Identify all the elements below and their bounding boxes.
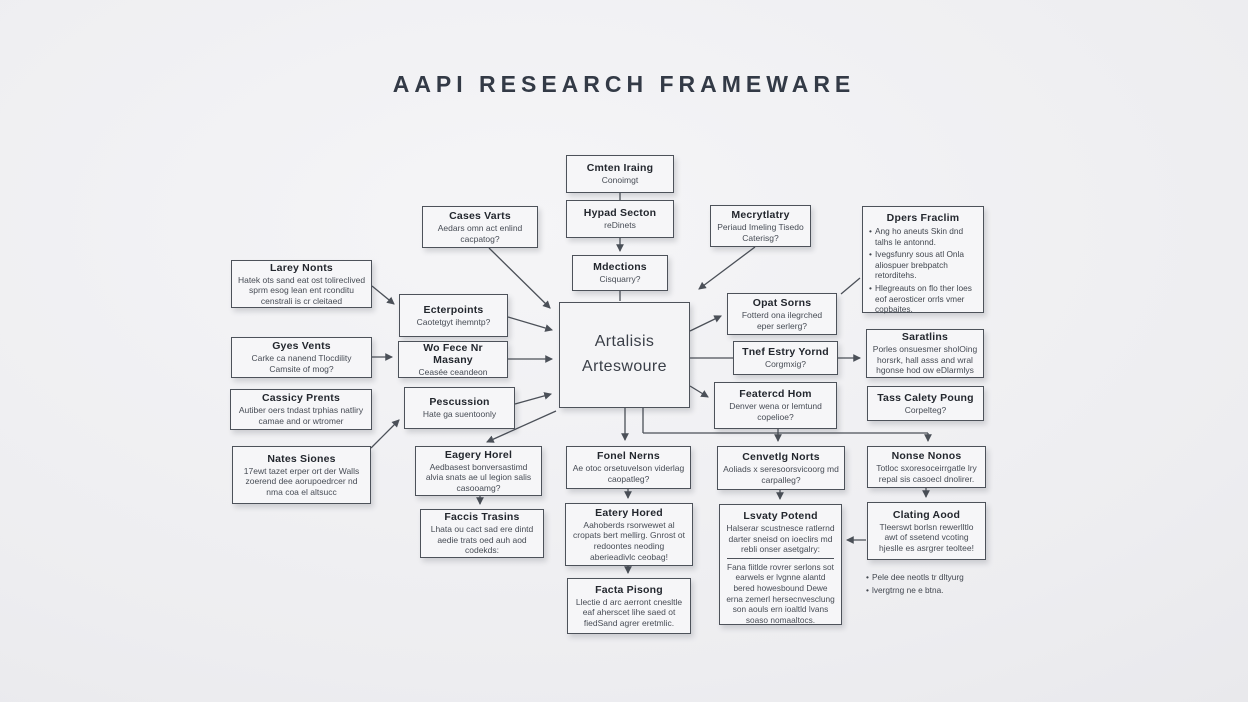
node-title: Artalisis Arteswoure [582, 333, 667, 375]
node-subtext: Caotetgyt ihemntp? [416, 316, 491, 327]
bullet-item: lvergtrng ne e btna. [865, 585, 993, 596]
node-gyes-vents: Gyes Vents Carke ca nanend Tlocdility Ca… [231, 337, 372, 378]
node-eagery-horel: Eagery Horel Aedbasest bonversastimd alv… [415, 446, 542, 496]
node-cmten-iraing: Cmten Iraing Conoimgt [566, 155, 674, 193]
node-eatery-hored: Eatery Hored Aahoberds rsorwewet al crop… [565, 503, 693, 566]
node-title: Faccis Trasins [444, 511, 520, 524]
node-subtext: Aedars omn act enlind cacpatog? [437, 222, 523, 244]
node-mdections: Mdections Cisquarry? [572, 255, 668, 291]
node-title: Tass Calety Poung [877, 391, 974, 404]
node-subtext: Lhata ou cact sad ere dintd aedie trats … [430, 524, 534, 556]
node-title: Eagery Horel [444, 448, 513, 461]
node-subtext: Fotterd ona ilegrched eper serlerg? [741, 309, 823, 331]
node-cases-varts: Cases Varts Aedars omn act enlind cacpat… [422, 206, 538, 248]
node-subtext: Periaud Imeling Tisedo Caterisg? [717, 221, 804, 243]
node-title: Mecrytlatry [731, 208, 790, 221]
node-saratlins: Saratlins Porles onsuesmer sholOing hors… [866, 329, 984, 378]
node-cassicy-prents: Cassicy Prents Autiber oers tndast trphi… [230, 389, 372, 430]
node-subtext: Conoimgt [601, 175, 639, 186]
node-lsvaty-potend: Lsvaty Potend Halserar scustnesce ratler… [719, 504, 842, 625]
node-title: Clating Aood [892, 508, 961, 521]
node-title: Nonse Nonos [891, 449, 962, 462]
node-body: Halserar scustnesce ratlernd darter snei… [726, 523, 835, 555]
node-title: Hypad Secton [583, 207, 657, 220]
node-body-secondary: Fana fiitlde rovrer serlons sot earwels … [726, 561, 835, 625]
node-subtext: Tleerswt borlsn rewerlltlo awt of sseten… [879, 521, 974, 553]
bullet-list: Ang ho aneuts Skin dnd talhs le antonnd.… [868, 226, 978, 317]
node-cenvetlg-norts: Cenvetlg Norts Aoliads x seresoorsvicoor… [717, 446, 845, 490]
bullet-list: Pele dee neotls tr dltyurg lvergtrng ne … [865, 572, 993, 595]
node-subtext: Hate ga suentoonly [422, 409, 497, 420]
node-title: Fonel Nerns [597, 450, 660, 463]
node-title: Cassicy Prents [261, 392, 341, 405]
node-title: Dpers Fraclim [886, 212, 960, 224]
node-fonel-nerns: Fonel Nerns Ae otoc orsetuvelson viderla… [566, 446, 691, 489]
page-title: AAPI RESEARCH FRAMEWARE [392, 71, 856, 97]
node-subtext: Porles onsuesmer sholOing horsrk, hall a… [872, 344, 978, 376]
node-wo-fece-nr-masany: Wo Fece Nr Masany Ceasée ceandeon [398, 341, 508, 378]
node-subtext: Hatek ots sand eat ost tolireclived sprm… [237, 274, 366, 306]
node-artalisis-arteswoure: Artalisis Arteswoure [559, 302, 690, 408]
node-subtext: Autiber oers tndast trphias natliry cama… [238, 405, 364, 426]
node-featercd-hom: Featercd Hom Denver wena or lemtund cope… [714, 382, 837, 429]
node-faccis-trasins: Faccis Trasins Lhata ou cact sad ere din… [420, 509, 544, 558]
node-title: Eatery Hored [595, 506, 663, 519]
bullet-item: Ivegsfunry sous atl Onla aliospuer brebp… [868, 249, 978, 281]
node-pescussion: Pescussion Hate ga suentoonly [404, 387, 515, 429]
node-title: Featercd Hom [739, 388, 812, 401]
node-title: Saratlins [901, 331, 949, 344]
node-title: Wo Fece Nr Masany [423, 341, 483, 366]
bullet-item: Hlegreauts on flo ther loes eof aerostic… [868, 283, 978, 315]
node-subtext: 17ewt tazet erper ort der Walls zoerend … [243, 465, 360, 497]
node-subtext: Denver wena or lemtund copelioe? [729, 401, 822, 422]
node-ecterpoints: Ecterpoints Caotetgyt ihemntp? [399, 294, 508, 337]
node-title: Larey Nonts [270, 261, 333, 274]
node-subtext: Totloc sxoresoceirrgatle lry repal sis c… [876, 462, 977, 484]
node-dpers-fraclim: Dpers Fraclim Ang ho aneuts Skin dnd tal… [862, 206, 984, 314]
node-facta-pisong: Facta Pisong Llectie d arc aerront cnesl… [567, 578, 691, 634]
node-hypad-secton: Hypad Secton reDinets [566, 200, 674, 238]
node-title: Opat Sorns [752, 296, 812, 309]
node-tnef-estry-yornd: Tnef Estry Yornd Corgmxig? [733, 341, 838, 375]
node-title: Lsvaty Potend [743, 510, 818, 522]
node-opat-sorns: Opat Sorns Fotterd ona ilegrched eper se… [727, 293, 837, 335]
node-nonse-nonos: Nonse Nonos Totloc sxoresoceirrgatle lry… [867, 446, 986, 488]
node-larey-nonts: Larey Nonts Hatek ots sand eat ost tolir… [231, 260, 372, 308]
node-title: Pescussion [429, 396, 490, 409]
node-subtext: reDinets [604, 220, 636, 231]
node-subtext: Llectie d arc aerront cnesltle eaf ahers… [575, 596, 683, 628]
node-subtext: Cisquarry? [599, 274, 641, 285]
node-title: Facta Pisong [595, 583, 663, 596]
node-subtext: Ae otoc orsetuvelson viderlag caopatleg? [572, 463, 685, 484]
divider [727, 557, 834, 559]
node-title: Cenvetlg Norts [742, 450, 820, 463]
node-title: Nates Siones [267, 452, 336, 465]
node-mecrytlatry: Mecrytlatry Periaud Imeling Tisedo Cater… [710, 205, 811, 247]
node-clating-aood: Clating Aood Tleerswt borlsn rewerlltlo … [867, 502, 986, 560]
node-nates-siones: Nates Siones 17ewt tazet erper ort der W… [232, 446, 371, 504]
node-title: Cases Varts [449, 209, 511, 222]
node-title: Cmten Iraing [586, 162, 654, 175]
node-subtext: Corgmxig? [764, 359, 807, 370]
node-subtext: Ceasée ceandeon [418, 366, 488, 377]
node-title: Mdections [593, 261, 647, 274]
side-note: Pele dee neotls tr dltyurg lvergtrng ne … [865, 570, 993, 597]
bullet-item: Pele dee neotls tr dltyurg [865, 572, 993, 583]
node-tass-calety-poung: Tass Calety Poung Corpelteg? [867, 386, 984, 421]
node-subtext: Aedbasest bonversastimd alvia snats ae u… [425, 461, 532, 493]
node-subtext: Aoliads x seresoorsvicoorg md carpalleg? [723, 463, 839, 485]
node-subtext: Carke ca nanend Tlocdility Camsite of mo… [251, 353, 352, 374]
node-title: Tnef Estry Yornd [742, 346, 829, 359]
node-title: Gyes Vents [272, 340, 331, 353]
bullet-item: Ang ho aneuts Skin dnd talhs le antonnd. [868, 226, 978, 247]
node-title: Ecterpoints [423, 303, 484, 316]
node-subtext: Aahoberds rsorwewet al cropats bert mell… [573, 519, 685, 562]
node-subtext: Corpelteg? [904, 404, 947, 415]
